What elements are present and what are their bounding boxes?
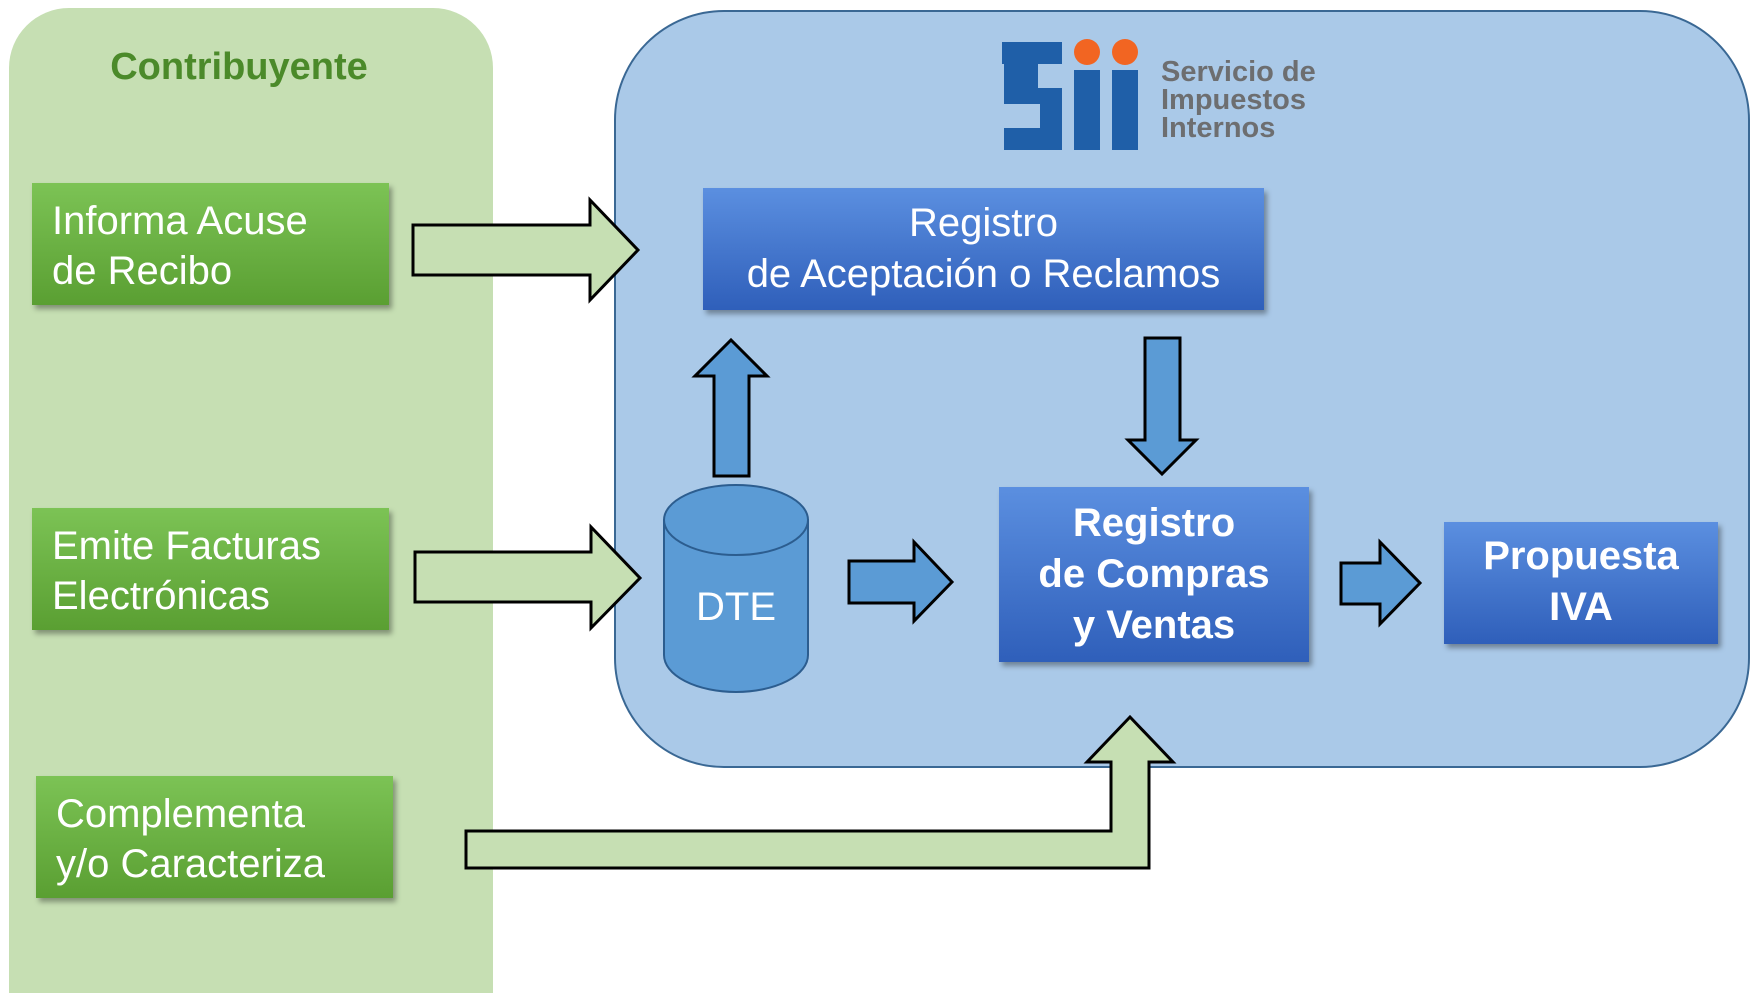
issue-line-2: Electrónicas	[52, 574, 270, 618]
complement-line-2: y/o Caracteriza	[56, 842, 325, 886]
acknowledge-line-2: de Recibo	[52, 249, 233, 293]
registry-line-1: Registro	[1072, 501, 1236, 545]
complement-box: Complementa y/o Caracteriza	[36, 776, 393, 898]
arrow-acceptance-to-registry	[1124, 336, 1200, 477]
sii-logo-text: Servicio de Impuestos Internos	[1161, 56, 1316, 144]
vat-line-1: Propuesta	[1483, 534, 1679, 578]
purchase-sales-registry-box: Registro de Compras y Ventas	[999, 487, 1309, 662]
vat-line-2: IVA	[1549, 585, 1613, 629]
logo-line-2: Impuestos	[1161, 84, 1307, 116]
arrow-invoices-to-dte	[413, 523, 643, 632]
arrow-acuse-to-acceptance	[411, 196, 641, 304]
arrow-registry-to-vat	[1339, 538, 1423, 628]
registry-line-2: de Compras	[1038, 552, 1270, 596]
acknowledge-line-1: Informa Acuse	[52, 199, 308, 243]
arrow-complement-to-registry	[464, 714, 1177, 870]
acceptance-line-2: de Aceptación o Reclamos	[746, 252, 1221, 296]
complement-line-1: Complementa	[56, 792, 306, 836]
acceptance-line-1: Registro	[909, 201, 1058, 245]
logo-line-3: Internos	[1161, 112, 1276, 144]
arrow-dte-to-registry	[847, 538, 955, 625]
acceptance-registry-box: Registro de Aceptación o Reclamos	[703, 188, 1264, 310]
arrow-dte-to-acceptance	[691, 337, 771, 478]
contributor-title: Contribuyente	[110, 46, 368, 88]
logo-line-1: Servicio de	[1161, 56, 1316, 88]
dte-label: DTE	[696, 585, 776, 629]
vat-proposal-box: Propuesta IVA	[1444, 522, 1718, 644]
acknowledge-receipt-box: Informa Acuse de Recibo	[32, 183, 389, 305]
registry-line-3: y Ventas	[1072, 603, 1236, 647]
issue-line-1: Emite Facturas	[52, 524, 321, 568]
dte-database-icon	[663, 484, 809, 693]
sii-logo	[1002, 39, 1138, 150]
issue-invoices-box: Emite Facturas Electrónicas	[32, 508, 389, 630]
